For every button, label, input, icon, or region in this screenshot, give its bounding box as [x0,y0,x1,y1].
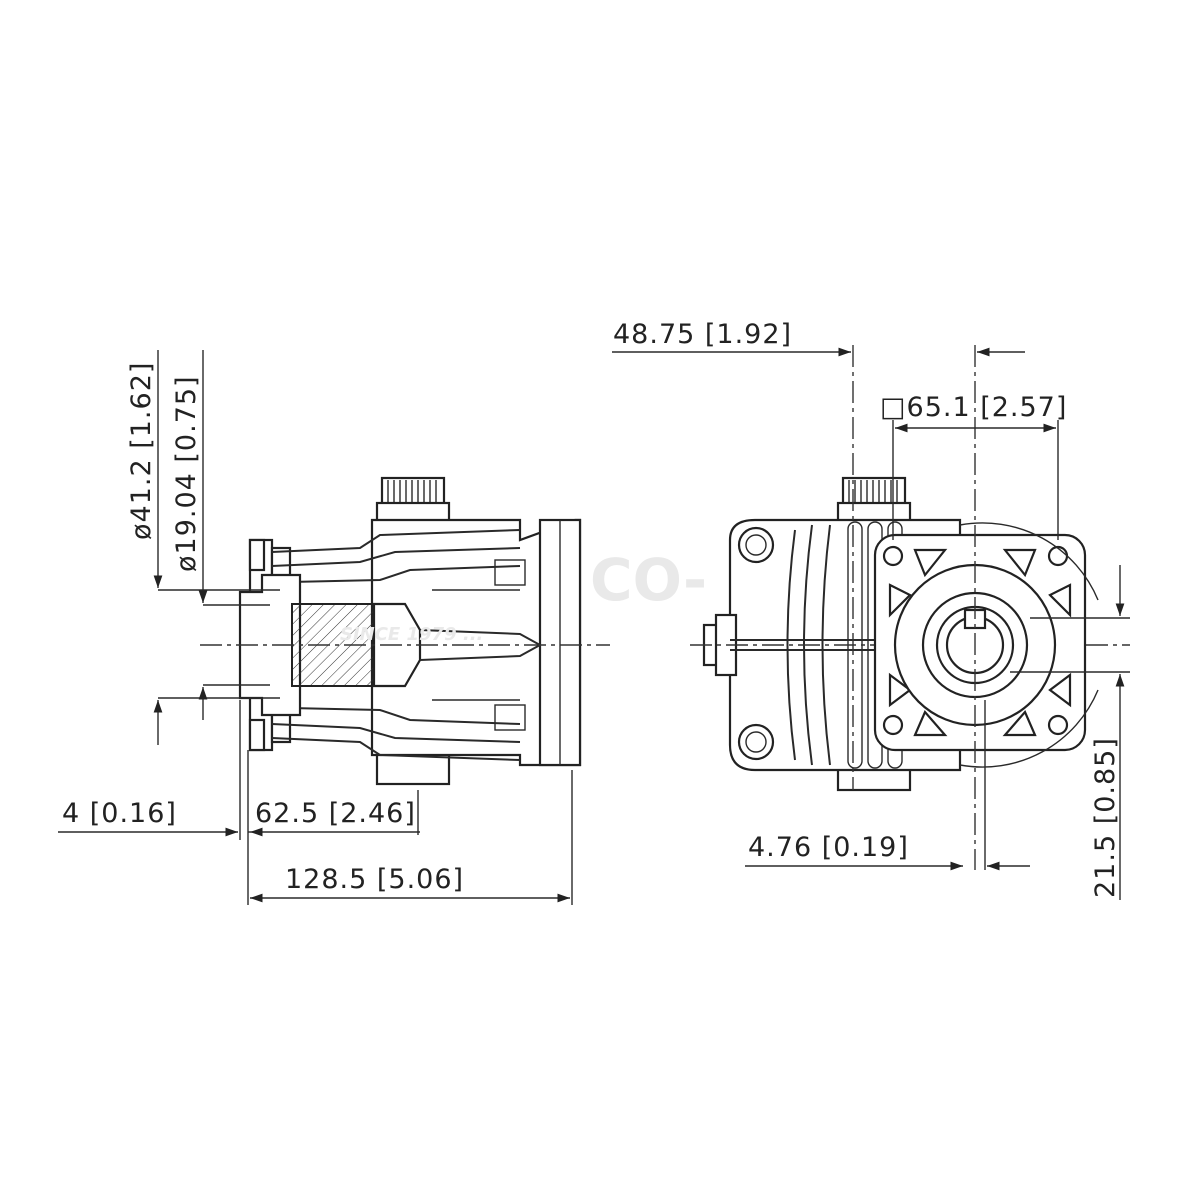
watermark-sub: SINCE 1979 ... [340,624,483,645]
dim-key-width: 4.76 [0.19] [748,832,909,863]
dim-shaft-offset: 48.75 [1.92] [613,319,792,350]
dim-inner-diameter: ø19.04 [0.75] [171,375,202,572]
side-view [200,476,610,786]
dimension-lines [58,347,1130,905]
knurl-top-right [848,480,898,502]
dim-offset-small: 4 [0.16] [62,798,177,829]
dim-outer-diameter: ø41.2 [1.62] [126,362,157,540]
watermark-main: CO- [590,546,707,614]
knurl-top [387,480,437,502]
dim-flange-square: □65.1 [2.57] [880,392,1067,423]
front-view [690,345,1130,870]
dim-overall-length: 128.5 [5.06] [285,864,464,895]
dim-mid-length: 62.5 [2.46] [255,798,416,829]
dim-key-height: 21.5 [0.85] [1090,737,1121,898]
